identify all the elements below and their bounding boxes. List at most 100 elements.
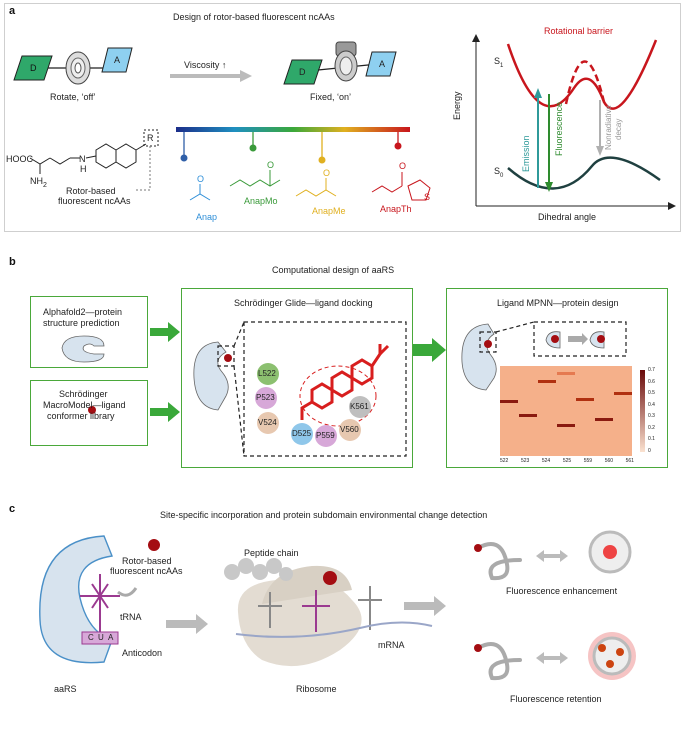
heatmap-x-ticks: 522 523 524 525 559 560 561 bbox=[500, 458, 634, 464]
heatmap-x-tick: 525 bbox=[562, 458, 572, 464]
emission-label: Emission bbox=[521, 135, 531, 172]
glide-title: Schrödinger Glide—ligand docking bbox=[234, 298, 373, 308]
panel-c-letter: c bbox=[9, 503, 16, 515]
oxygen-anap: O bbox=[197, 174, 205, 184]
fluorescence-retention-label: Fluorescence retention bbox=[510, 694, 602, 704]
binding-pocket-outline bbox=[299, 365, 377, 427]
ncaa-caption-1: Rotor-based bbox=[122, 556, 172, 566]
s1-text: S bbox=[494, 56, 501, 66]
mpnn-title: Ligand MPNN—protein design bbox=[497, 298, 619, 308]
ligand-dots bbox=[88, 335, 605, 414]
s0-curve bbox=[507, 156, 661, 190]
heatmap-x-tick: 561 bbox=[625, 458, 634, 464]
heatmap-y-tick: 0.4 bbox=[648, 401, 655, 408]
alphafold-line2: structure prediction bbox=[43, 318, 120, 328]
residue-d525: D525 bbox=[292, 429, 312, 438]
anticodon-box bbox=[81, 631, 119, 645]
residue-p523: P523 bbox=[256, 393, 275, 402]
ncaa-arrow bbox=[117, 587, 138, 597]
substituent-anapmo bbox=[229, 170, 281, 187]
viscosity-arrow bbox=[170, 70, 252, 82]
glide-box: Schrödinger Glide—ligand docking bbox=[181, 288, 413, 468]
unfolded-dot-1 bbox=[474, 544, 482, 552]
panel-a: a Design of rotor-based fluorescent ncAA… bbox=[4, 3, 681, 232]
ribosome-trnas bbox=[258, 586, 382, 632]
dihedral-axis-label: Dihedral angle bbox=[538, 212, 597, 222]
panel-a-title: Design of rotor-based fluorescent ncAAs bbox=[173, 12, 335, 22]
codon-a: A bbox=[108, 633, 114, 642]
codon-u: U bbox=[98, 633, 104, 642]
ncaa-dot bbox=[148, 539, 160, 551]
viscosity-label: Viscosity ↑ bbox=[184, 60, 227, 70]
panel-b-arrows bbox=[150, 322, 446, 422]
residue-p559: P559 bbox=[316, 431, 335, 440]
nh2-subscript: 2 bbox=[43, 181, 47, 189]
aars-label: aaRS bbox=[54, 684, 77, 694]
design-arrow bbox=[568, 333, 588, 345]
substituent-anapme bbox=[295, 178, 337, 197]
panel-b-title: Computational design of aaRS bbox=[272, 265, 395, 275]
substituent-anapth bbox=[371, 172, 431, 201]
heatmap-y-ticks: 0.7 0.6 0.5 0.4 0.3 0.2 0.1 0 bbox=[648, 368, 655, 454]
heatmap-x-tick: 524 bbox=[541, 458, 551, 464]
heatmap-y-tick: 0.3 bbox=[648, 413, 655, 420]
heatmap-y-tick: 0 bbox=[648, 447, 651, 454]
s1-label: S1 bbox=[494, 56, 503, 71]
heatmap-x-tick: 523 bbox=[520, 458, 530, 464]
heatmap-y-tick: 0.1 bbox=[648, 436, 655, 443]
macromodel-line3: conformer library bbox=[47, 411, 115, 421]
macromodel-line1: Schrödinger bbox=[59, 389, 108, 399]
heatmap-y-tick: 0.7 bbox=[648, 367, 655, 373]
panel-c-title: Site-specific incorporation and protein … bbox=[160, 510, 488, 520]
panel-b-letter: b bbox=[9, 256, 16, 268]
residue-v524: V524 bbox=[258, 418, 277, 427]
substituent-anap bbox=[189, 184, 211, 201]
double-arrows bbox=[536, 550, 568, 664]
rotor-off-diagram bbox=[13, 47, 133, 85]
oxygen-anapmo: O bbox=[267, 160, 275, 170]
ncaa-caption-2: fluorescent ncAAs bbox=[110, 566, 183, 576]
rotor-caption-1: Rotor-based bbox=[66, 186, 116, 196]
fluorescence-enhancement-label: Fluorescence enhancement bbox=[506, 586, 618, 596]
h-label: H bbox=[80, 164, 87, 174]
trna-label: tRNA bbox=[120, 612, 142, 622]
ribosome bbox=[237, 565, 362, 667]
residue-spheres bbox=[255, 363, 371, 447]
s0-label: S0 bbox=[494, 166, 503, 181]
residue-l522: L522 bbox=[258, 369, 276, 378]
mpnn-box: Ligand MPNN—protein design bbox=[446, 288, 668, 468]
folded-protein bbox=[588, 530, 636, 680]
alphafold-line1: Alphafold2—protein bbox=[43, 307, 123, 317]
docked-ligand bbox=[300, 344, 390, 420]
chemical-structure bbox=[29, 129, 159, 191]
compound-anap: Anap bbox=[196, 212, 218, 222]
oxygen-anapth: O bbox=[399, 161, 407, 171]
s1-subscript: 1 bbox=[500, 62, 504, 69]
peptide-chain bbox=[224, 558, 293, 581]
s0-subscript: 0 bbox=[500, 172, 504, 179]
n-label: N bbox=[79, 154, 86, 164]
energy-axis-label: Energy bbox=[452, 91, 462, 120]
compound-anapme: AnapMe bbox=[312, 206, 346, 216]
rotor-caption-2: fluorescent ncAAs bbox=[58, 196, 131, 206]
nh2-label: NH2 bbox=[30, 176, 47, 191]
donor-label-off: D bbox=[30, 63, 37, 73]
mrna-label: mRNA bbox=[378, 640, 405, 650]
mrna-strand bbox=[235, 621, 433, 638]
sulfur-anapth: S bbox=[424, 192, 431, 202]
heatmap-y-tick: 0.6 bbox=[648, 378, 655, 385]
ribosome-ncaa bbox=[323, 571, 337, 585]
rotor-on-diagram bbox=[283, 41, 397, 85]
codon-c: C bbox=[88, 633, 94, 642]
anticodon-label: Anticodon bbox=[122, 648, 163, 658]
residue-v560: V560 bbox=[340, 425, 359, 434]
heatmap-x-tick: 560 bbox=[604, 458, 614, 464]
heatmap-y-tick: 0.5 bbox=[648, 390, 655, 397]
nh2-text: NH bbox=[30, 176, 43, 186]
fixed-on-caption: Fixed, ‘on’ bbox=[310, 92, 352, 102]
residue-k561: K561 bbox=[350, 402, 369, 411]
panel-a-letter: a bbox=[9, 5, 16, 17]
oxygen-anapme: O bbox=[323, 168, 331, 178]
fluorescence-label: Fluorescence bbox=[554, 101, 564, 156]
